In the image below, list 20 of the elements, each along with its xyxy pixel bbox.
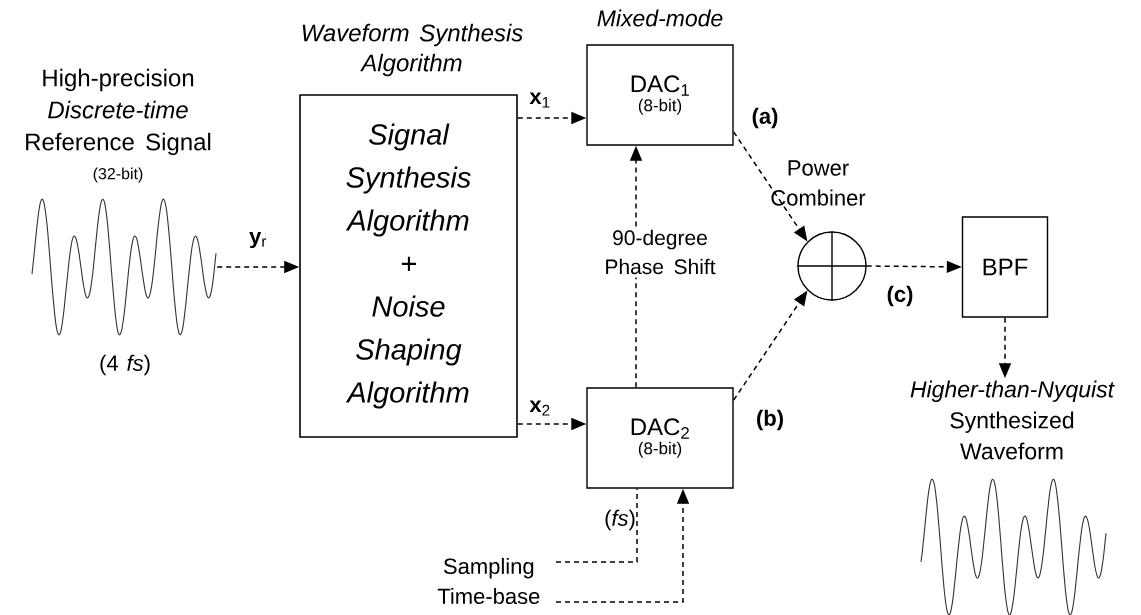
- edge-label: (a): [752, 107, 778, 129]
- phase-shift-label: 90-degree Phase Shift: [606, 229, 716, 275]
- converter-box: DAC$_{1}$ (8-bit): [586, 44, 734, 146]
- signal-label: High-precision Discrete-time Reference Signal: [26, 68, 211, 156]
- time-base-label: Sampling Time-base: [437, 557, 540, 605]
- bit-depth-label: (32-bit): [93, 167, 143, 183]
- filter-box: BPF: [961, 216, 1049, 318]
- combiner-label: Power Combiner: [771, 160, 866, 206]
- edge-label: y$_{r}$: [249, 231, 267, 249]
- algorithm-box: Signal Synthesis Algorithm + Noise Shaping Algorithm: [299, 94, 518, 438]
- edge-label: (b): [757, 409, 783, 431]
- rate-label: (4 fs): [100, 354, 150, 376]
- edge-label: (fs): [605, 509, 635, 531]
- heading-text: Waveform Synthesis Algorithm: [302, 23, 523, 77]
- converter-box: DAC$_{2}$ (8-bit): [586, 387, 734, 489]
- output-label: Higher-than-Nyquist Synthesized Waveform: [910, 380, 1115, 460]
- edge-label: x$_{2}$: [529, 400, 550, 416]
- edge-label: (c): [887, 285, 913, 307]
- heading-text: Mixed-mode: [597, 9, 723, 27]
- edge-label: x$_{1}$: [529, 92, 550, 108]
